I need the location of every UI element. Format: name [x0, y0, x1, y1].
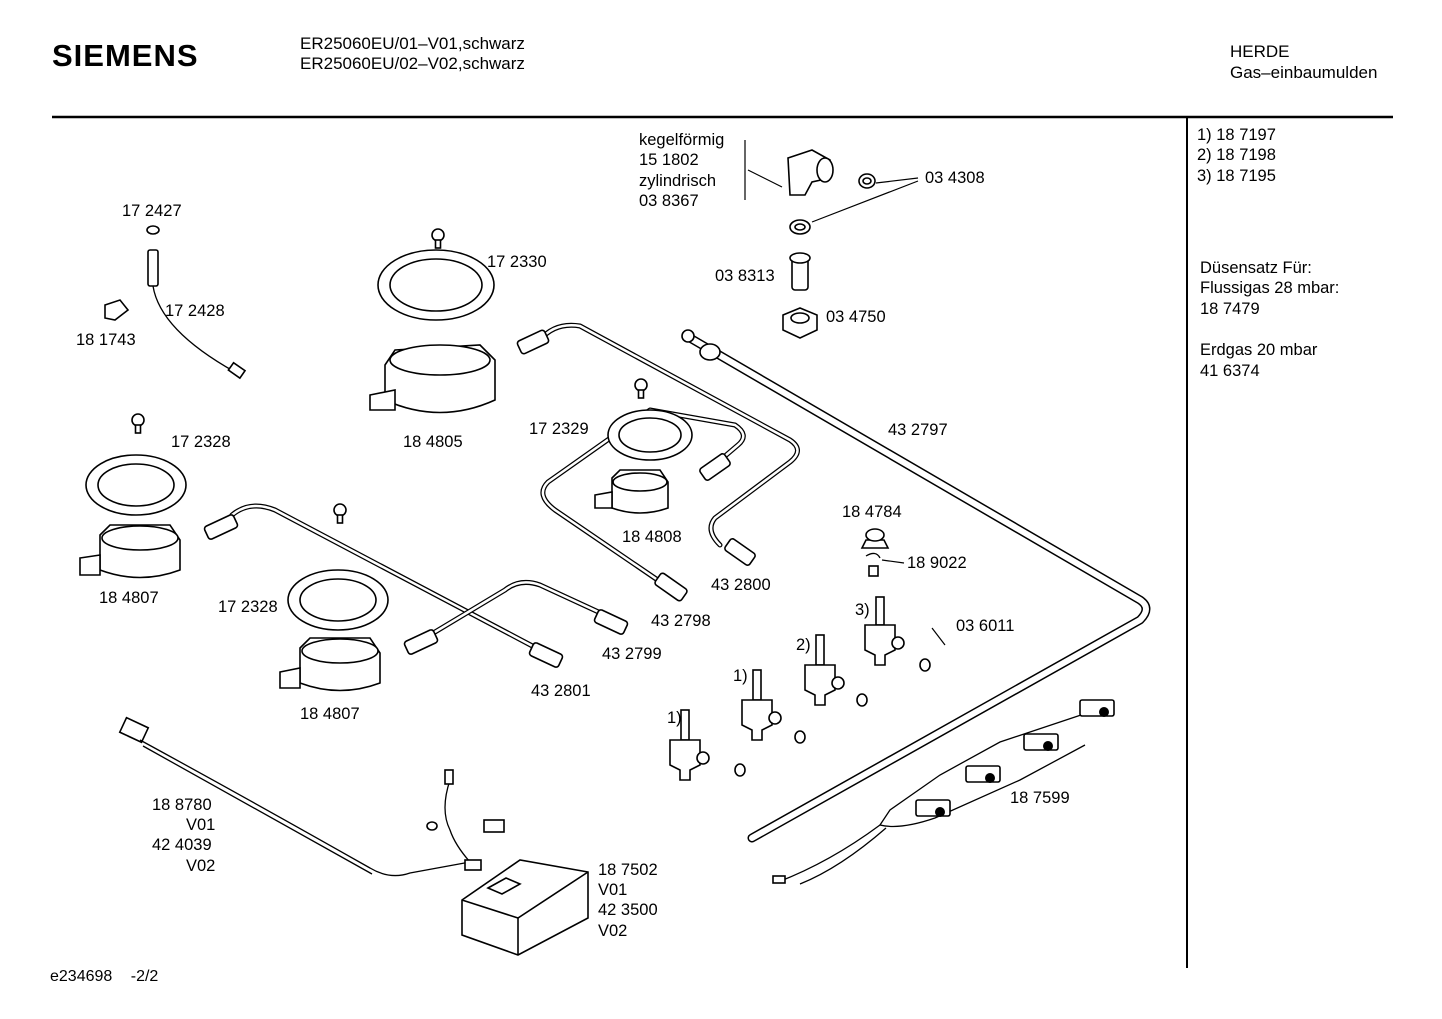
label-034750: 03 4750 — [826, 308, 886, 326]
label-151802: 15 1802 — [639, 151, 699, 169]
gas-valves — [669, 596, 931, 781]
label-kegelformig: kegelförmig — [639, 131, 725, 149]
ignition-switch-harness — [772, 699, 1115, 885]
burner-seal-large — [377, 249, 495, 321]
ignition-module — [461, 859, 589, 956]
label-187502: 18 7502 — [598, 861, 658, 879]
category-line-2: Gas–einbaumulden — [1230, 63, 1378, 82]
label-432799: 43 2799 — [602, 645, 662, 663]
screws — [131, 228, 648, 524]
label-172328-left: 17 2328 — [171, 433, 231, 451]
burner-housing-left — [79, 524, 181, 579]
label-034308: 03 4308 — [925, 169, 985, 187]
burner-seal-middle — [287, 569, 389, 631]
label-432797: 43 2797 — [888, 421, 948, 439]
label-184784: 18 4784 — [842, 503, 902, 521]
valve-ref-2: 2) 18 7198 — [1197, 146, 1276, 164]
label-172428: 17 2428 — [165, 302, 225, 320]
label-432798: 43 2798 — [651, 612, 711, 630]
lpg-label: Flussigas 28 mbar: — [1200, 279, 1340, 297]
label-036011: 03 6011 — [956, 617, 1015, 635]
marker-2: 2) — [796, 636, 811, 654]
label-v02-harness: V02 — [186, 857, 216, 875]
marker-3: 3) — [855, 601, 870, 619]
label-172328-middle: 17 2328 — [218, 598, 278, 616]
label-zylindrisch: zylindrisch — [639, 172, 717, 190]
label-184805: 18 4805 — [403, 433, 463, 451]
nozzle-set-title: Düsensatz Für: — [1200, 259, 1312, 277]
callout-leaders — [744, 140, 946, 646]
page-number: -2/2 — [130, 968, 159, 985]
footer: e234698 -2/2 — [50, 968, 158, 986]
label-188780: 18 8780 — [152, 796, 212, 814]
knob-spring — [860, 528, 890, 577]
label-172330: 17 2330 — [487, 253, 547, 271]
label-432801: 43 2801 — [531, 682, 591, 700]
label-v02-module: V02 — [598, 922, 628, 940]
lpg-part: 18 7479 — [1200, 300, 1260, 318]
brand-logo: SIEMENS — [52, 38, 199, 73]
label-038367: 03 8367 — [639, 192, 699, 210]
model-line-1: ER25060EU/01–V01,schwarz — [300, 34, 525, 53]
label-184807-middle: 18 4807 — [300, 705, 360, 723]
label-432800: 43 2800 — [711, 576, 771, 594]
valve-ref-3: 3) 18 7195 — [1197, 167, 1276, 185]
main-gas-pipe — [681, 329, 1151, 843]
burner-seal-left — [85, 454, 187, 516]
label-038313: 03 8313 — [715, 267, 775, 285]
label-424039: 42 4039 — [152, 836, 212, 854]
label-184807-left: 18 4807 — [99, 589, 159, 607]
wiring-harness — [118, 716, 505, 877]
burner-seal-right — [607, 409, 693, 461]
pipe-fittings — [203, 329, 756, 668]
natural-gas-label: Erdgas 20 mbar — [1200, 341, 1318, 359]
label-189022: 18 9022 — [907, 554, 967, 572]
label-184808: 18 4808 — [622, 528, 682, 546]
label-172329: 17 2329 — [529, 420, 589, 438]
burner-housing-middle — [279, 637, 381, 692]
ignition-electrode — [104, 225, 247, 380]
label-423500: 42 3500 — [598, 901, 658, 919]
label-181743: 18 1743 — [76, 331, 136, 349]
model-line-2: ER25060EU/02–V02,schwarz — [300, 54, 525, 73]
drawing-id: e234698 — [50, 968, 113, 985]
category-line-1: HERDE — [1230, 42, 1290, 61]
marker-1-b: 1) — [733, 667, 748, 685]
burner-housing-right — [594, 469, 669, 514]
gas-connector-elbow — [782, 149, 876, 339]
label-172427: 17 2427 — [122, 202, 182, 220]
label-v01-module: V01 — [598, 881, 628, 899]
valve-ref-1: 1) 18 7197 — [1197, 126, 1276, 144]
label-187599: 18 7599 — [1010, 789, 1070, 807]
label-v01-harness: V01 — [186, 816, 216, 834]
natural-gas-part: 41 6374 — [1200, 362, 1260, 380]
marker-1-a: 1) — [667, 709, 682, 727]
burner-housing-large — [369, 344, 496, 414]
